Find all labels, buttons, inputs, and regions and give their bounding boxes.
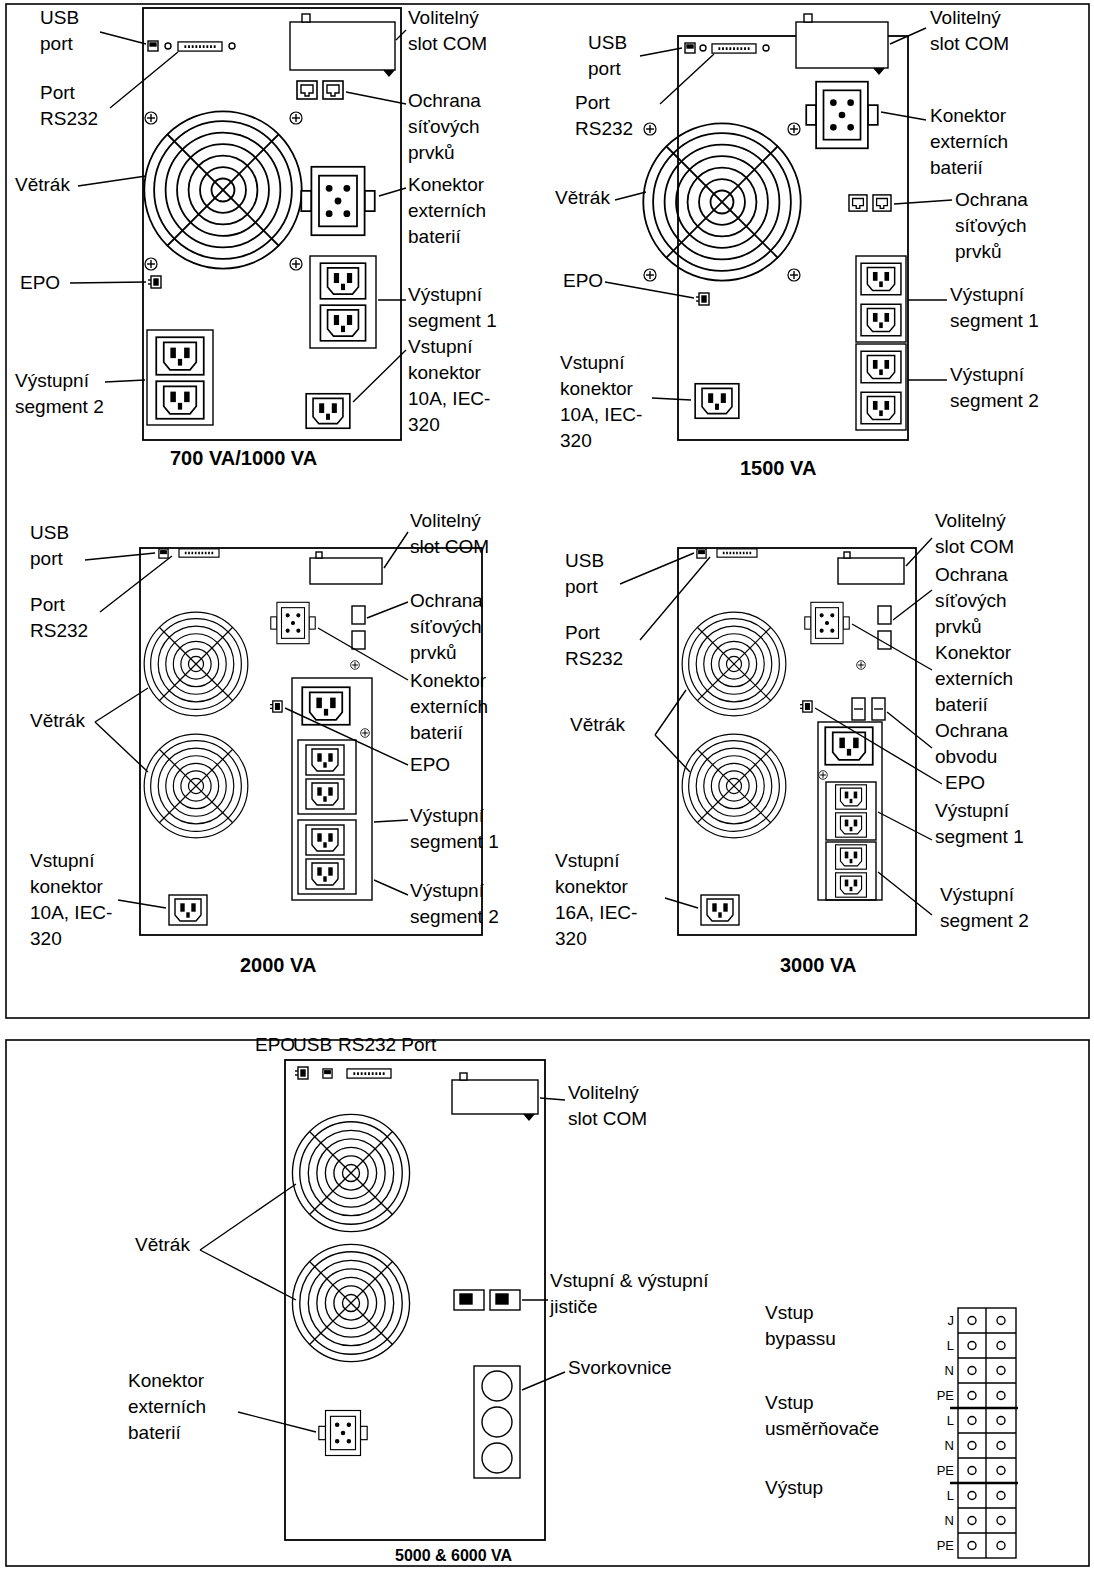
- component-label: Výstup: [765, 1475, 845, 1501]
- terminal-letter: N: [930, 1508, 954, 1533]
- component-label: Výstupní segment 2: [15, 368, 110, 420]
- component-label: Větrák: [135, 1232, 215, 1258]
- model-title: 1500 VA: [740, 455, 816, 481]
- component-label: Větrák: [555, 185, 635, 211]
- terminal-screw: [997, 1517, 1005, 1525]
- terminal-screw: [968, 1542, 976, 1550]
- terminal-letter: PE: [930, 1533, 954, 1558]
- terminal-screw: [968, 1442, 976, 1450]
- component-label: Ochrana obvodu: [935, 718, 1025, 770]
- component-label: RS232 Port: [338, 1032, 448, 1058]
- component-label: Výstupní segment 2: [950, 362, 1045, 414]
- component-label: Volitelný slot COM: [935, 508, 1035, 560]
- component-label: EPO: [563, 268, 623, 294]
- component-label: Port RS232: [40, 80, 110, 132]
- component-label: Vstupní & výstupní jističe: [550, 1268, 740, 1320]
- component-label: Volitelný slot COM: [568, 1080, 668, 1132]
- component-label: USB port: [40, 5, 95, 57]
- model-title: 5000 & 6000 VA: [395, 1543, 512, 1569]
- terminal-screw: [997, 1342, 1005, 1350]
- component-label: Ochrana síťových prvků: [935, 562, 1030, 640]
- model-title: 3000 VA: [780, 952, 856, 978]
- component-label: Volitelný slot COM: [410, 508, 510, 560]
- terminal-screw: [997, 1442, 1005, 1450]
- terminal-screw: [968, 1317, 976, 1325]
- terminal-letter: PE: [930, 1383, 954, 1408]
- model-title: 2000 VA: [240, 952, 316, 978]
- terminal-letter: N: [930, 1358, 954, 1383]
- component-label: Vstup usměrňovače: [765, 1390, 895, 1442]
- component-label: Port RS232: [565, 620, 635, 672]
- component-label: EPO: [945, 770, 1005, 796]
- component-label: Ochrana síťových prvků: [408, 88, 503, 166]
- terminal-letter: J: [930, 1308, 954, 1333]
- terminal-letter: N: [930, 1433, 954, 1458]
- component-label: Port RS232: [575, 90, 645, 142]
- terminal-screw: [997, 1467, 1005, 1475]
- component-label: EPO: [255, 1032, 295, 1058]
- terminal-screw: [968, 1367, 976, 1375]
- component-label: EPO: [20, 270, 80, 296]
- terminal-letter: L: [930, 1483, 954, 1508]
- component-label: USB port: [30, 520, 85, 572]
- terminal-screw: [997, 1317, 1005, 1325]
- terminal-letter: PE: [930, 1458, 954, 1483]
- terminal-screw: [968, 1417, 976, 1425]
- terminal-screw: [968, 1492, 976, 1500]
- terminal-screw: [997, 1367, 1005, 1375]
- component-label: EPO: [410, 752, 470, 778]
- component-label: Výstupní segment 1: [935, 798, 1030, 850]
- component-label: USB port: [588, 30, 643, 82]
- component-label: Port RS232: [30, 592, 100, 644]
- component-label: Vstupní konektor 10A, IEC-320: [408, 334, 498, 438]
- component-label: Výstupní segment 1: [410, 803, 505, 855]
- component-label: Větrák: [15, 172, 95, 198]
- terminal-screw: [997, 1392, 1005, 1400]
- component-label: Větrák: [570, 712, 650, 738]
- component-label: Vstupní konektor 16A, IEC-320: [555, 848, 645, 952]
- component-label: Konektor externích baterií: [410, 668, 510, 746]
- terminal-screw: [997, 1492, 1005, 1500]
- component-label: Vstupní konektor 10A, IEC-320: [560, 350, 650, 454]
- component-label: Volitelný slot COM: [930, 5, 1030, 57]
- terminal-screw: [968, 1392, 976, 1400]
- terminal-screw: [968, 1342, 976, 1350]
- terminal-screw: [997, 1542, 1005, 1550]
- component-label: Větrák: [30, 708, 110, 734]
- component-label: Výstupní segment 1: [408, 282, 503, 334]
- component-label: Konektor externích baterií: [935, 640, 1035, 718]
- terminal-letter: L: [930, 1408, 954, 1433]
- component-label: USB port: [565, 548, 620, 600]
- component-label: Svorkovnice: [568, 1355, 688, 1381]
- terminal-letter: L: [930, 1333, 954, 1358]
- component-label: Vstup bypassu: [765, 1300, 855, 1352]
- terminal-screw: [968, 1517, 976, 1525]
- component-label: Konektor externích baterií: [930, 103, 1030, 181]
- component-label: Výstupní segment 2: [940, 882, 1035, 934]
- component-label: Ochrana síťových prvků: [955, 187, 1050, 265]
- component-label: USB: [293, 1032, 337, 1058]
- component-label: Výstupní segment 2: [410, 878, 505, 930]
- terminal-screw: [968, 1467, 976, 1475]
- model-title: 700 VA/1000 VA: [170, 445, 317, 471]
- component-label: Vstupní konektor 10A, IEC-320: [30, 848, 120, 952]
- component-label: Konektor externích baterií: [408, 172, 508, 250]
- component-label: Ochrana síťových prvků: [410, 588, 505, 666]
- component-label: Volitelný slot COM: [408, 5, 508, 57]
- component-label: Výstupní segment 1: [950, 282, 1045, 334]
- terminal-screw: [997, 1417, 1005, 1425]
- component-label: Konektor externích baterií: [128, 1368, 238, 1446]
